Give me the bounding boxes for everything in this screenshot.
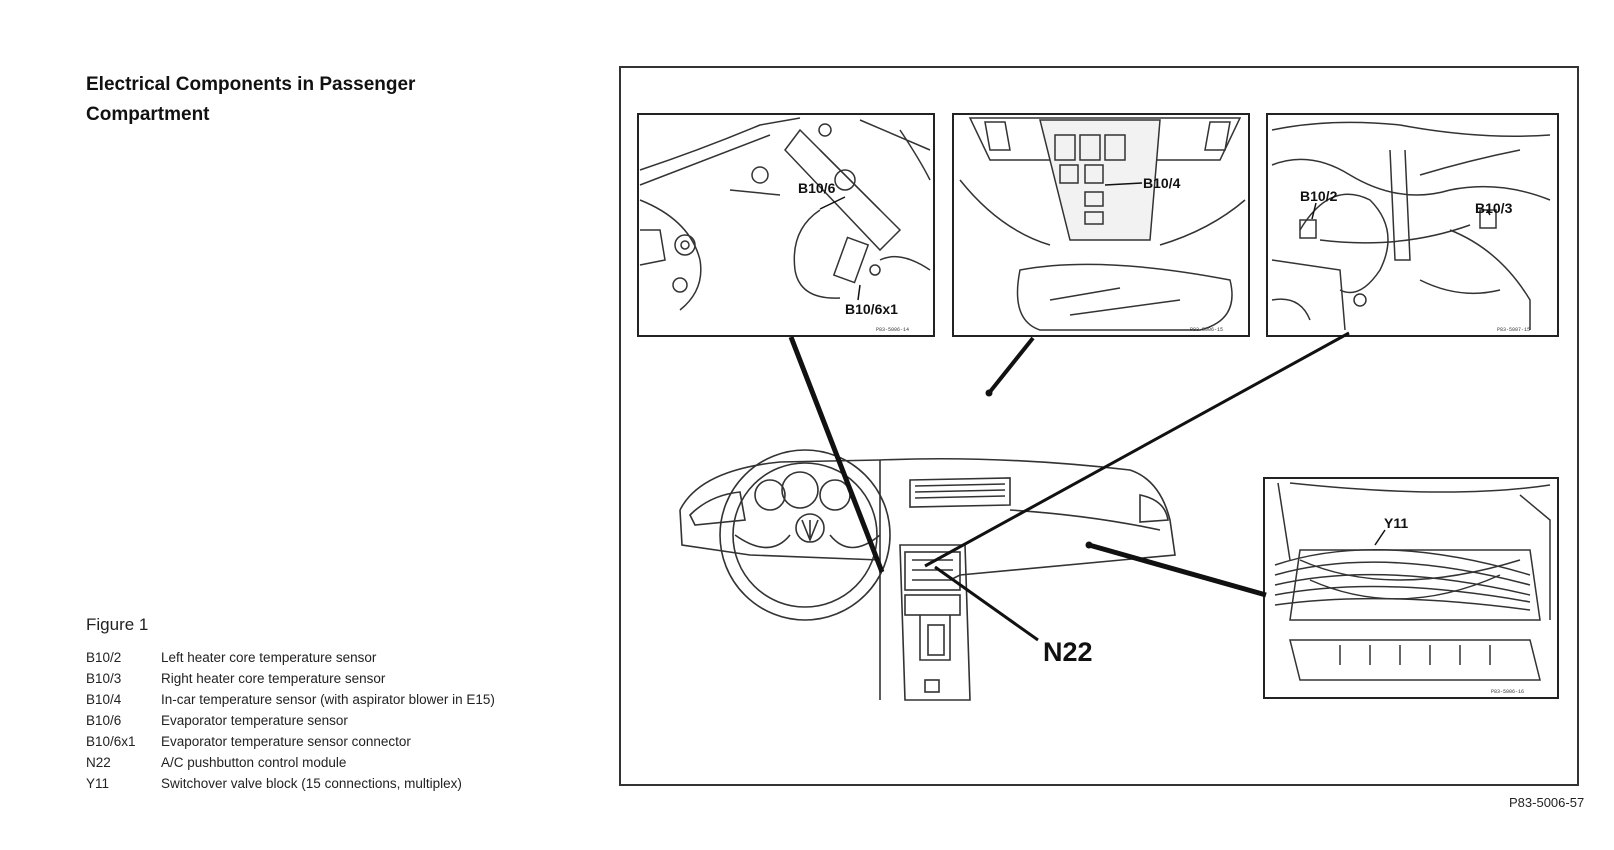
legend-desc: In-car temperature sensor (with aspirato… xyxy=(161,692,495,707)
legend-code: Y11 xyxy=(86,776,110,791)
figure-reference-code: P83-5006-57 xyxy=(1509,795,1585,810)
legend-row: B10/6 Evaporator temperature sensor xyxy=(86,710,495,731)
callout-b10-3: B10/3 xyxy=(1475,200,1513,216)
inset-1-code: P83-5006-14 xyxy=(876,327,909,333)
title-line-2: Compartment xyxy=(86,104,210,125)
legend-code: B10/6 xyxy=(86,713,122,728)
legend: B10/2 Left heater core temperature sensor… xyxy=(86,647,495,794)
inset-evaporator-sensor: B10/6 B10/6x1 P83-5006-14 xyxy=(637,113,935,337)
inset-4-code: P83-5006-16 xyxy=(1491,689,1524,695)
leader-lines xyxy=(788,331,1350,642)
inset-valve-block: Y11 P83-5006-16 xyxy=(1263,477,1559,699)
legend-desc: Switchover valve block (15 connections, … xyxy=(161,776,462,791)
legend-row: B10/3 Right heater core temperature senso… xyxy=(86,668,495,689)
legend-code: B10/6x1 xyxy=(86,734,136,749)
legend-row: B10/4 In-car temperature sensor (with asp… xyxy=(86,689,495,710)
legend-code: B10/4 xyxy=(86,692,122,707)
title-line-1: Electrical Components in Passenger xyxy=(86,74,416,95)
legend-code: B10/2 xyxy=(86,650,122,665)
callout-b10-2: B10/2 xyxy=(1300,188,1338,204)
inset-heater-core-sensors: B10/2 B10/3 P83-5007-15 xyxy=(1266,113,1559,337)
legend-row: N22 A/C pushbutton control module xyxy=(86,752,495,773)
figure-label: Figure 1 xyxy=(86,615,149,634)
legend-code: B10/3 xyxy=(86,671,122,686)
callout-b10-4: B10/4 xyxy=(1143,175,1181,191)
inset-3-code: P83-5007-15 xyxy=(1497,327,1530,333)
inset-2-code: P83-5006-15 xyxy=(1190,327,1223,333)
legend-desc: Left heater core temperature sensor xyxy=(161,650,377,665)
callout-n22: N22 xyxy=(1043,637,1093,667)
callout-b10-6: B10/6 xyxy=(798,180,836,196)
legend-code: N22 xyxy=(86,755,111,770)
legend-desc: Evaporator temperature sensor connector xyxy=(161,734,411,749)
dashboard-drawing xyxy=(679,449,1176,701)
legend-row: B10/2 Left heater core temperature sensor xyxy=(86,647,495,668)
callout-b10-6x1: B10/6x1 xyxy=(845,301,898,317)
legend-desc: Right heater core temperature sensor xyxy=(161,671,386,686)
legend-desc: Evaporator temperature sensor xyxy=(161,713,348,728)
page-title: Electrical Components in Passenger Compa… xyxy=(86,70,506,130)
legend-row: B10/6x1 Evaporator temperature sensor con… xyxy=(86,731,495,752)
callout-y11: Y11 xyxy=(1384,515,1408,531)
legend-row: Y11 Switchover valve block (15 connection… xyxy=(86,773,495,794)
inset-incar-sensor: B10/4 P83-5006-15 xyxy=(952,113,1250,337)
legend-desc: A/C pushbutton control module xyxy=(161,755,347,770)
